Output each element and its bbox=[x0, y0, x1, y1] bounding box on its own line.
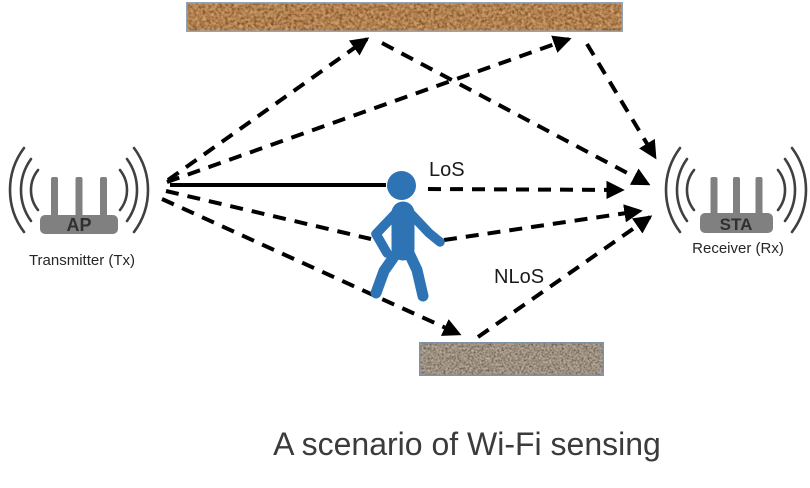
person-front-leg bbox=[370, 245, 404, 299]
rx-antenna bbox=[710, 177, 718, 217]
rx-antenna bbox=[755, 177, 763, 217]
floor-surface bbox=[419, 342, 604, 376]
los-label: LoS bbox=[429, 159, 465, 181]
signal-paths bbox=[161, 35, 657, 339]
path-person-to-rx bbox=[443, 204, 643, 242]
transmitter-caption: Transmitter (Tx) bbox=[29, 252, 135, 269]
path-tx-to-floor bbox=[161, 197, 462, 336]
person-right-arm bbox=[406, 209, 445, 247]
rx-router-icon bbox=[700, 177, 773, 233]
path-ceiling-2-to-rx bbox=[585, 42, 657, 160]
path-floor-to-rx bbox=[476, 215, 653, 339]
los-path-dashed bbox=[427, 180, 625, 200]
rx-router-body bbox=[700, 213, 773, 233]
tx-router-body bbox=[40, 215, 118, 234]
receiver-caption: Receiver (Rx) bbox=[692, 240, 784, 257]
transmitter-device: AP Transmitter (Tx) bbox=[8, 146, 150, 269]
rx-signal-waves-icon bbox=[664, 146, 808, 234]
tx-signal-waves-icon bbox=[8, 146, 150, 234]
nlos-label: NLoS bbox=[494, 266, 544, 288]
rx-antenna bbox=[733, 177, 740, 217]
figure-caption: A scenario of Wi-Fi sensing bbox=[273, 426, 661, 462]
path-ceiling-1-to-rx bbox=[381, 41, 651, 186]
tx-antenna bbox=[100, 177, 107, 219]
tx-device-label: AP bbox=[66, 215, 91, 235]
path-tx-to-person bbox=[165, 189, 372, 241]
person-left-arm bbox=[371, 209, 400, 258]
path-tx-to-ceiling-1 bbox=[166, 37, 370, 182]
ceiling-surface bbox=[186, 2, 623, 32]
walking-person-icon bbox=[370, 171, 445, 302]
tx-antenna bbox=[51, 177, 58, 219]
rx-device-label: STA bbox=[720, 215, 753, 234]
person-back-leg bbox=[402, 245, 429, 302]
tx-router-icon bbox=[40, 177, 118, 234]
path-tx-to-ceiling-2 bbox=[166, 35, 572, 184]
receiver-device: STA Receiver (Rx) bbox=[664, 146, 808, 257]
tx-antenna bbox=[75, 177, 83, 219]
